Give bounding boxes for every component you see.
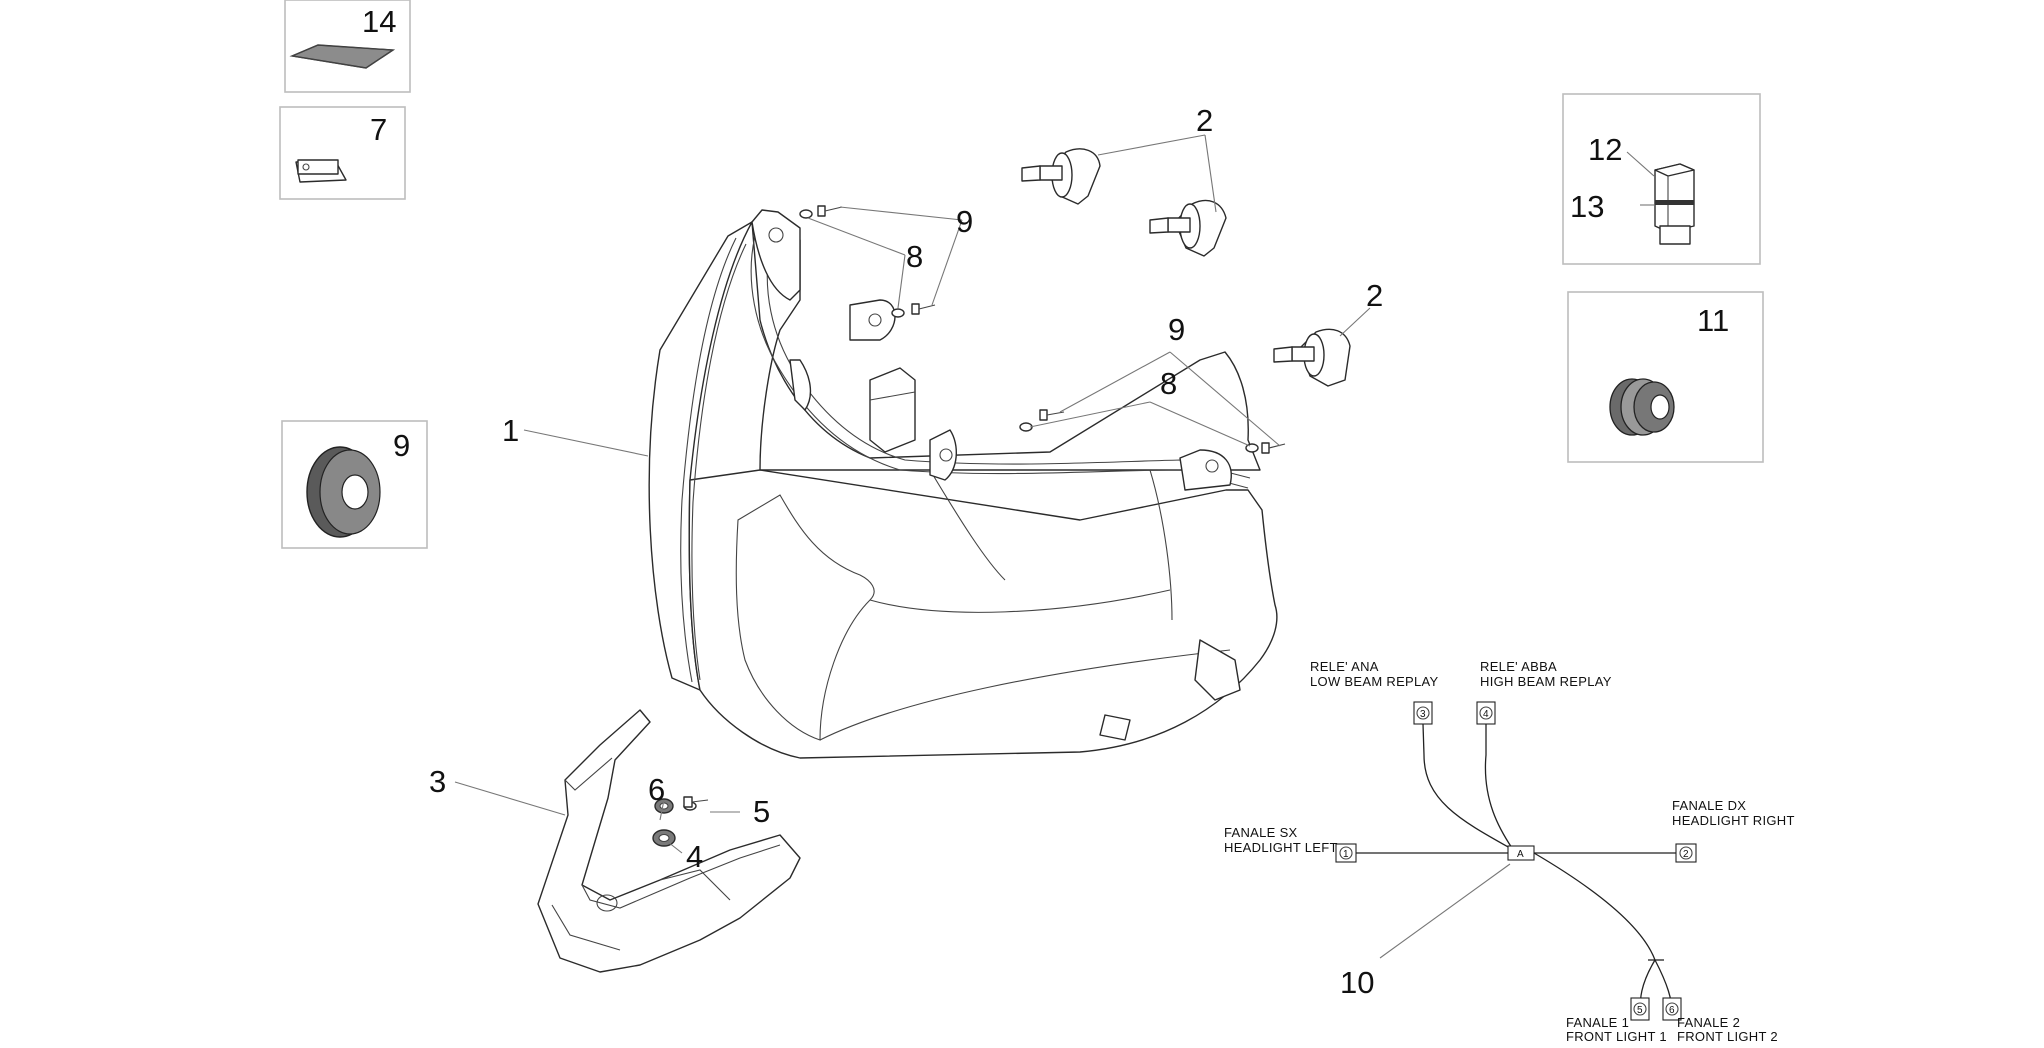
callout-7: 7	[370, 112, 387, 147]
inset-part-9: 9	[281, 420, 428, 549]
label-relay-low-2: LOW BEAM REPLAY	[1310, 674, 1439, 689]
callout-9-inset: 9	[393, 428, 410, 463]
bulb-part-2-c	[1273, 328, 1351, 387]
callout-11: 11	[1697, 303, 1729, 338]
svg-text:6: 6	[1669, 1005, 1675, 1016]
connector-headlight-left: 1 FANALE SX HEADLIGHT LEFT	[1224, 825, 1357, 863]
callout-4: 4	[686, 839, 703, 874]
inset-part-7: 7	[279, 106, 406, 200]
callout-10: 10	[1340, 965, 1374, 1000]
bracket-part-3: 3	[429, 709, 801, 973]
callout-12: 12	[1588, 132, 1622, 167]
connector-front-light-1: 5 FANALE 1 FRONT LIGHT 1	[1566, 997, 1667, 1044]
callout-6: 6	[648, 772, 665, 807]
label-front-light-1-1: FANALE 1	[1566, 1015, 1629, 1030]
label-front-light-1-2: FRONT LIGHT 1	[1566, 1029, 1667, 1043]
bulb-part-2-b	[1149, 199, 1227, 257]
bulb-part-2-a	[1021, 148, 1101, 205]
svg-text:4: 4	[1483, 709, 1489, 720]
svg-text:3: 3	[1420, 709, 1426, 720]
connector-low-beam-relay: 3 RELE' ANA LOW BEAM REPLAY	[1310, 659, 1439, 756]
callout-3: 3	[429, 764, 446, 799]
screws-washers-lower: 9 8	[1019, 312, 1286, 454]
fasteners-parts-4-5-6: 6 5 4	[648, 772, 770, 874]
headlight-housing-part-1: 1	[502, 209, 1278, 759]
inset-part-12-13: 12 13	[1562, 93, 1761, 265]
label-relay-high-2: HIGH BEAM REPLAY	[1480, 674, 1612, 689]
callout-5: 5	[753, 794, 770, 829]
callout-13: 13	[1570, 189, 1604, 224]
svg-text:1: 1	[1343, 849, 1349, 860]
callout-9-lower: 9	[1168, 312, 1185, 347]
inset-part-11: 11	[1567, 291, 1764, 463]
wiring-harness-part-10: A 10	[1340, 754, 1676, 1013]
screws-washers-upper: 9 8	[799, 204, 973, 318]
svg-text:5: 5	[1637, 1005, 1643, 1016]
connector-front-light-2: 6 FANALE 2 FRONT LIGHT 2	[1662, 997, 1778, 1044]
label-headlight-right-2: HEADLIGHT RIGHT	[1672, 813, 1795, 828]
label-relay-high-1: RELE' ABBA	[1480, 659, 1557, 674]
label-headlight-right-1: FANALE DX	[1672, 798, 1746, 813]
label-relay-low-1: RELE' ANA	[1310, 659, 1379, 674]
label-front-light-2-2: FRONT LIGHT 2	[1677, 1029, 1778, 1043]
connector-headlight-right: 2 FANALE DX HEADLIGHT RIGHT	[1672, 798, 1795, 863]
connector-high-beam-relay: 4 RELE' ABBA HIGH BEAM REPLAY	[1476, 659, 1612, 755]
label-headlight-left-2: HEADLIGHT LEFT	[1224, 840, 1338, 855]
callout-8-upper: 8	[906, 239, 923, 274]
callout-8-lower: 8	[1160, 366, 1177, 401]
callout-9-upper: 9	[956, 204, 973, 239]
label-headlight-left-1: FANALE SX	[1224, 825, 1298, 840]
callouts-part-2: 2 2	[1097, 103, 1383, 337]
svg-text:2: 2	[1683, 849, 1689, 860]
label-front-light-2-1: FANALE 2	[1677, 1015, 1740, 1030]
inset-part-14: 14	[284, 0, 411, 93]
callout-14: 14	[362, 4, 396, 39]
junction-label: A	[1517, 849, 1524, 860]
callout-1: 1	[502, 413, 519, 448]
callout-2-right: 2	[1366, 278, 1383, 313]
callout-2-top: 2	[1196, 103, 1213, 138]
